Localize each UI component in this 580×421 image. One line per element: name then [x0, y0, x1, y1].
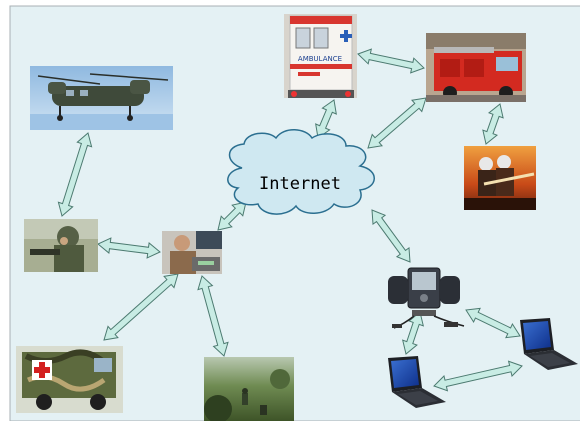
arrow-pda-laptop-right	[465, 307, 521, 339]
svg-text:AMBULANCE: AMBULANCE	[298, 55, 342, 63]
arrow-ambulance-firetruck	[357, 48, 425, 74]
laptop-icon	[520, 318, 578, 370]
arrow-internet-pda	[371, 209, 411, 263]
arrow-internet-ambulance	[315, 99, 337, 139]
arrow-laptops	[433, 360, 523, 392]
pda-icon	[388, 267, 465, 329]
fire-truck-icon	[426, 33, 526, 102]
arrow-firetruck-firefighters	[482, 103, 504, 145]
arrow-commandpost-military-ambulance	[103, 273, 179, 341]
connection-arrows	[57, 48, 523, 392]
laptop-icon	[388, 356, 446, 408]
soldier-icon	[24, 219, 98, 272]
internet-cloud: Internet	[227, 129, 375, 215]
field-troops-icon	[204, 357, 294, 421]
arrow-helicopter-soldier	[57, 132, 93, 217]
arrow-commandpost-field-troops	[197, 275, 229, 357]
helicopter-icon	[30, 66, 173, 130]
arrow-soldier-commandpost	[97, 237, 161, 259]
ambulance-icon: AMBULANCE	[284, 14, 357, 98]
firefighters-icon	[464, 146, 536, 210]
radio-operator-icon	[162, 231, 222, 274]
military-ambulance-icon	[16, 346, 123, 413]
internet-label: Internet	[259, 174, 341, 194]
cloud-shape	[227, 129, 375, 215]
arrow-pda-laptop-left	[402, 311, 424, 355]
